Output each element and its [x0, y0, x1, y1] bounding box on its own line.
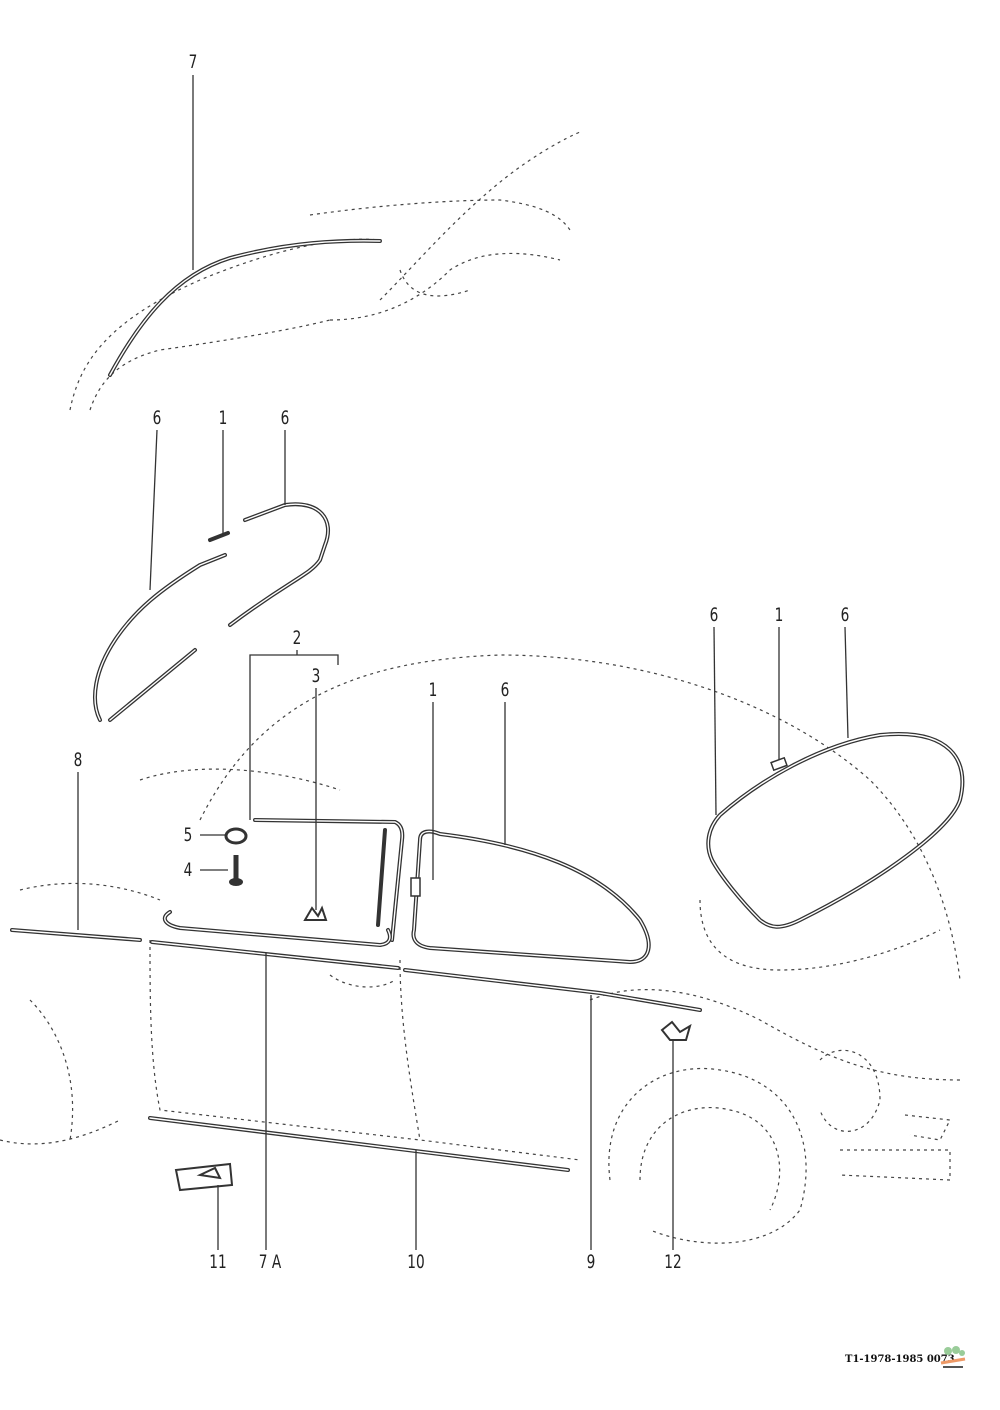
callout-2: 2 [292, 627, 302, 649]
leader-lines [77, 75, 849, 1250]
part-6-windshield-seal [93, 502, 331, 722]
callout-6: 6 [709, 604, 719, 626]
brand-logo-icon [940, 1346, 966, 1368]
callout-1: 1 [428, 679, 438, 701]
callout-1: 1 [218, 407, 228, 429]
callout-6: 6 [152, 407, 162, 429]
callout-7: 7 [188, 51, 198, 73]
callout-6: 6 [840, 604, 850, 626]
front-body-outline [69, 131, 581, 411]
callout-9: 9 [586, 1251, 596, 1273]
callout-3: 3 [311, 665, 321, 687]
moulding-strips [10, 928, 702, 1172]
bracket-11 [174, 1162, 234, 1192]
part-2-door-window-frame [162, 818, 405, 948]
washer-5 [224, 827, 248, 845]
part-6-rear-window-seal [706, 732, 965, 929]
callout-10: 10 [407, 1251, 425, 1273]
diagram-reference-caption: T1-1978-1985 0073 [845, 1354, 955, 1365]
callout-8: 8 [73, 749, 83, 771]
callout-5: 5 [183, 824, 193, 846]
screw-4 [229, 855, 243, 886]
clip-3 [303, 905, 328, 921]
callout-12: 12 [664, 1251, 682, 1273]
callout-6: 6 [500, 679, 510, 701]
callout-11: 11 [209, 1251, 227, 1273]
clip-12 [660, 1020, 692, 1041]
callout-4: 4 [183, 859, 193, 881]
callout-6: 6 [280, 407, 290, 429]
callout-7a: 7 A [258, 1251, 282, 1273]
callout-1: 1 [774, 604, 784, 626]
part-7-windshield-trim [108, 238, 382, 377]
car-body-outline [0, 654, 961, 1244]
part-6-quarter-window-seal [410, 829, 651, 965]
